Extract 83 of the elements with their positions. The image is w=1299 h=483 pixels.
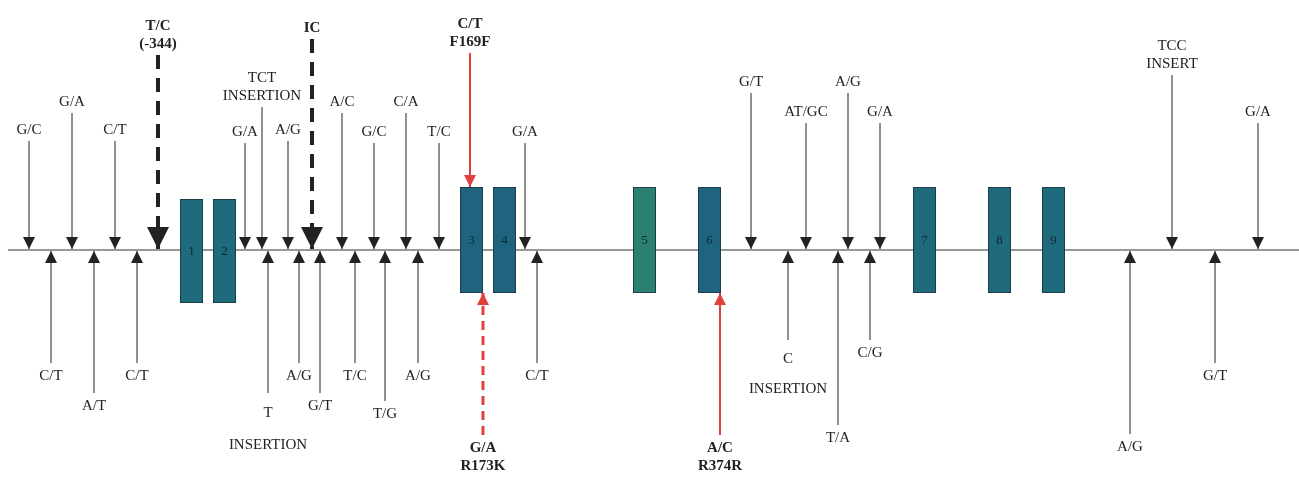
variant-label: G/A xyxy=(867,102,893,120)
arrow xyxy=(66,112,78,250)
variant-label: T/C (-344) xyxy=(139,16,177,52)
arrow xyxy=(842,92,854,250)
arrow xyxy=(23,140,35,250)
exon-box: 5 xyxy=(633,187,656,293)
arrow xyxy=(1166,74,1178,250)
variant-label: A/G xyxy=(835,72,861,90)
variant-label: G/T xyxy=(307,396,333,414)
exon-box: 4 xyxy=(493,187,516,293)
arrow xyxy=(464,52,476,188)
arrow xyxy=(314,250,326,394)
arrow xyxy=(745,92,757,250)
arrow xyxy=(477,293,489,435)
variant-label: A/G xyxy=(405,366,431,384)
variant-label: C/T xyxy=(39,366,63,384)
exon-box: 2 xyxy=(213,199,236,303)
arrow xyxy=(131,250,143,364)
variant-label: TCC INSERT xyxy=(1146,36,1198,72)
variant-label: C/A xyxy=(393,92,419,110)
arrow xyxy=(368,142,380,250)
variant-label: G/C xyxy=(16,120,42,138)
arrow xyxy=(336,112,348,250)
arrow xyxy=(400,112,412,250)
variant-label: G/T xyxy=(1202,366,1228,384)
arrow xyxy=(714,292,726,436)
variant-label: G/A xyxy=(59,92,85,110)
arrow xyxy=(109,140,121,250)
arrow xyxy=(147,55,169,249)
arrow xyxy=(864,250,876,341)
variant-label: C/T xyxy=(125,366,149,384)
variant-label: C/T F169F xyxy=(449,14,491,50)
variant-label: A/C R374R xyxy=(697,438,743,474)
variant-label: A/G xyxy=(286,366,312,384)
arrow xyxy=(832,250,844,426)
variant-label: C INSERTION xyxy=(748,343,828,403)
arrow xyxy=(262,250,274,394)
exon-box: 1 xyxy=(180,199,203,303)
arrow xyxy=(412,250,424,364)
variant-label: G/A xyxy=(512,122,538,140)
variant-label: TCT INSERTION xyxy=(222,68,302,104)
arrow xyxy=(1252,122,1264,250)
arrow xyxy=(301,39,323,249)
variant-label: T/A xyxy=(825,428,851,446)
arrow xyxy=(379,250,391,402)
arrow xyxy=(874,122,886,250)
variant-label: C/G xyxy=(857,343,883,361)
variant-label: A/T xyxy=(81,396,107,414)
arrow xyxy=(88,250,100,394)
arrow xyxy=(239,142,251,250)
variant-label: IC xyxy=(303,18,321,36)
exon-box: 7 xyxy=(913,187,936,293)
arrow xyxy=(349,250,361,364)
variant-label: A/G xyxy=(1117,437,1143,455)
variant-label: G/T xyxy=(738,72,764,90)
arrow xyxy=(256,106,268,250)
arrow xyxy=(1124,250,1136,435)
exon-box: 3 xyxy=(460,187,483,293)
arrow xyxy=(1209,250,1221,364)
variant-label: T/C xyxy=(427,122,451,140)
arrow xyxy=(282,140,294,250)
variant-label: A/G xyxy=(275,120,301,138)
variant-label: G/A R173K xyxy=(460,438,506,474)
exon-box: 8 xyxy=(988,187,1011,293)
variant-label: T INSERTION xyxy=(228,396,308,460)
variant-label: G/A xyxy=(1245,102,1271,120)
variant-label: T/G xyxy=(372,404,398,422)
arrow xyxy=(45,250,57,364)
arrow xyxy=(782,250,794,341)
exon-box: 6 xyxy=(698,187,721,293)
variant-label: G/A xyxy=(232,122,258,140)
arrow xyxy=(519,142,531,250)
variant-label: G/C xyxy=(361,122,387,140)
variant-label: T/C xyxy=(343,366,367,384)
variant-label: C/T xyxy=(103,120,127,138)
arrow xyxy=(800,122,812,250)
arrow xyxy=(433,142,445,250)
variant-label: A/C xyxy=(329,92,355,110)
arrow xyxy=(293,250,305,364)
variant-label: C/T xyxy=(525,366,549,384)
arrow xyxy=(531,250,543,364)
exon-box: 9 xyxy=(1042,187,1065,293)
variant-label: AT/GC xyxy=(784,102,828,120)
